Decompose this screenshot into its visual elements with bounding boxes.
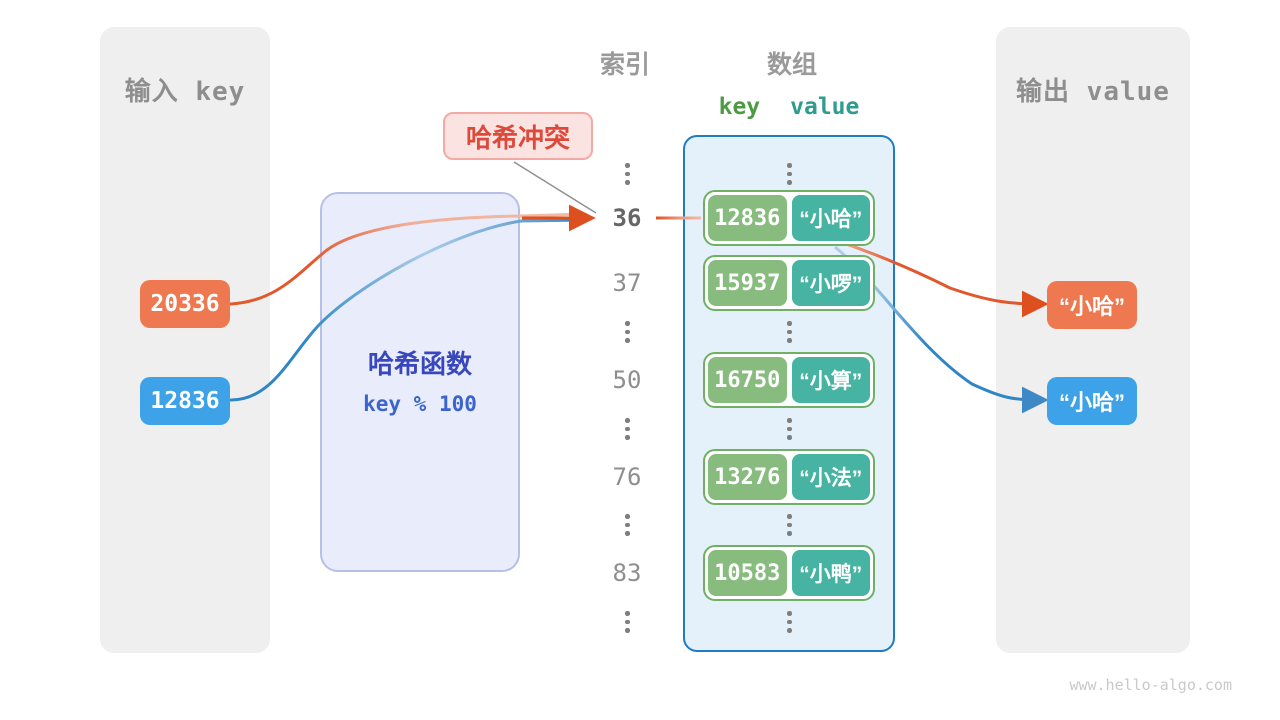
hash-function-formula: key % 100	[363, 392, 477, 416]
bucket-key: 15937	[708, 260, 787, 306]
array-row-83: 10583 “小鸭”	[703, 545, 875, 601]
output-value-blue: “小哈”	[1047, 377, 1137, 425]
bucket-value: “小哈”	[791, 195, 870, 241]
input-key-12836: 12836	[140, 377, 230, 425]
index-50: 50	[612, 366, 642, 394]
bucket-value: “小法”	[791, 454, 870, 500]
value-column-label: value	[790, 94, 860, 120]
output-panel-title: 输出 value	[1016, 77, 1170, 107]
ellipsis-dots	[787, 611, 792, 633]
hash-function-title: 哈希函数	[367, 349, 472, 379]
ellipsis-dots	[787, 321, 792, 343]
input-key-20336: 20336	[140, 280, 230, 328]
output-panel: 输出 value	[996, 27, 1190, 653]
hash-collision-label: 哈希冲突	[443, 112, 593, 160]
bucket-key: 13276	[708, 454, 787, 500]
ellipsis-dots	[625, 418, 630, 440]
ellipsis-dots	[625, 163, 630, 185]
output-value-orange: “小哈”	[1047, 281, 1137, 329]
array-row-76: 13276 “小法”	[703, 449, 875, 505]
watermark: www.hello-algo.com	[1069, 676, 1232, 694]
index-36: 36	[612, 204, 642, 232]
ellipsis-dots	[625, 321, 630, 343]
ellipsis-dots	[787, 418, 792, 440]
ellipsis-dots	[787, 163, 792, 185]
index-83: 83	[612, 559, 642, 587]
key-column-label: key	[718, 94, 761, 120]
index-37: 37	[612, 269, 642, 297]
hash-function-box: 哈希函数 key % 100	[320, 192, 520, 572]
array-row-50: 16750 “小算”	[703, 352, 875, 408]
ellipsis-dots	[625, 611, 630, 633]
bucket-key: 12836	[708, 195, 787, 241]
ellipsis-dots	[625, 514, 630, 536]
collision-callout-line	[513, 161, 597, 214]
input-panel-title: 输入 key	[124, 77, 246, 107]
bucket-key: 10583	[708, 550, 787, 596]
array-row-36: 12836 “小哈”	[703, 190, 875, 246]
bucket-value: “小鸭”	[791, 550, 870, 596]
array-row-37: 15937 “小啰”	[703, 255, 875, 311]
bucket-key: 16750	[708, 357, 787, 403]
index-76: 76	[612, 463, 642, 491]
ellipsis-dots	[787, 514, 792, 536]
bucket-value: “小算”	[791, 357, 870, 403]
index-column-header: 索引	[599, 51, 650, 79]
array-column-header: 数组	[766, 51, 817, 79]
bucket-value: “小啰”	[791, 260, 870, 306]
input-panel: 输入 key	[100, 27, 270, 653]
array-kv-header: key value	[683, 94, 895, 120]
